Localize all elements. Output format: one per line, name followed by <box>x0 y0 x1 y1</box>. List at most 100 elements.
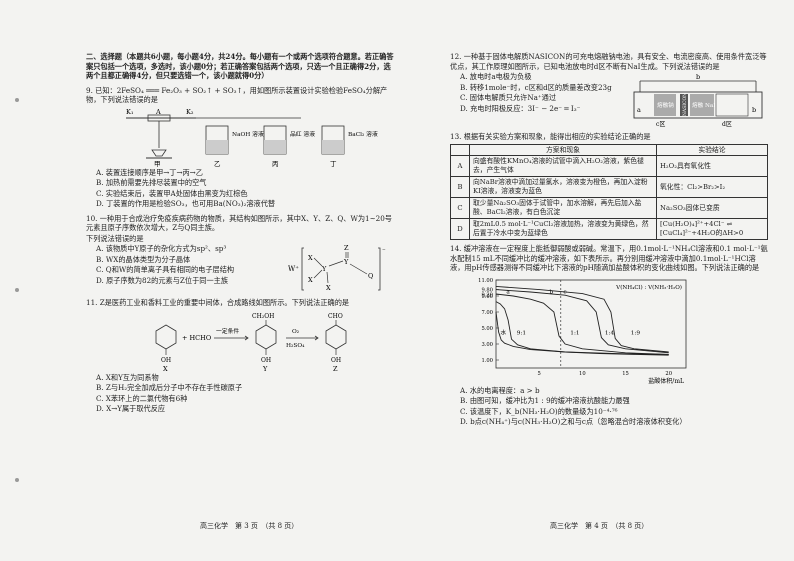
struct-y1: Y <box>321 265 327 273</box>
q10-option-a: A. 该物质中Y原子的杂化方式为sp²、sp³ <box>96 244 227 253</box>
label-pinhong: 品红 溶液 <box>290 130 315 138</box>
x-tick-label: 20 <box>665 371 672 377</box>
q10-options: A. 该物质中Y原子的杂化方式为sp²、sp³ B. WX的晶体类型为分子晶体 … <box>86 244 286 294</box>
y-tick-label: 9.20 <box>481 292 493 298</box>
q13-table: 方案和现象 实验结论 A 向盛有酸性KMnO₄溶液的试管中滴入H₂O₂溶液，紫色… <box>450 143 768 241</box>
question-10-block: 10. 一种用于合成治疗免疫疾病药物的物质，其结构如图所示，其中X、Y、Z、Q、… <box>86 214 396 295</box>
label-naoh: NaOH 溶液 <box>232 130 264 138</box>
q13-head-plan: 方案和现象 <box>469 143 657 157</box>
y-tick-label: 9.80 <box>481 287 493 293</box>
q13-row-d-conclusion: [Cu(H₂O)₄]²⁺+4Cl⁻ ⇌ [CuCl₄]²⁻+4H₂O的ΔH>0 <box>656 218 768 241</box>
struct-x1: X <box>308 254 313 262</box>
x-tick-label: 5 <box>538 371 541 377</box>
question-12-stem: 12. 一种基于固体电解质NASICON的可充电熔融钠电池，具有安全、电流密度高… <box>450 52 767 71</box>
q13-row-c-letter: C <box>450 197 470 220</box>
curve-label: 水 <box>500 328 506 336</box>
q13-head-blank <box>450 143 470 157</box>
q13-row-b-conclusion: 氧化性：Cl₂>Br₂>I₂ <box>656 176 768 199</box>
curve-label: 1:1 <box>570 330 579 336</box>
left-column: 二、选择题（本题共6小题，每小题4分，共24分。每小题有一个或两个选项符合题意。… <box>86 52 396 415</box>
q14-option-b: B. 由图可知，缓冲比为1 : 9的缓冲溶液抗酸能力最强 <box>460 396 630 406</box>
label-b-electrode: b <box>752 106 756 114</box>
q9-option-d: D. 丁装置的作用是检验SO₃，也可用Ba(NO₃)₂溶液代替 <box>96 199 276 208</box>
struct-q: Q <box>368 272 373 280</box>
q13-row-d-plan: 取2mL0.5 mol·L⁻¹CuCl₂溶液加热，溶液变为黄绿色，然后置于冷水中… <box>469 218 657 241</box>
y-oh: OH <box>261 357 271 364</box>
q13-table-head: 方案和现象 实验结论 <box>450 143 768 157</box>
label-b-top: b <box>696 73 700 81</box>
label-ding: 丁 <box>330 160 337 168</box>
h2so4-text: H₂SO₄ <box>286 343 305 349</box>
question-13-stem: 13. 根据有关实验方案和现象，能得出相应的实验结论正确的是 <box>450 132 651 141</box>
series-line <box>495 285 669 353</box>
x-tick-label: 10 <box>579 371 586 377</box>
q14-option-d: D. b点c(NH₄⁺)与c(NH₃·H₂O)之和与c点（忽略混合时溶液体积变化… <box>460 417 687 427</box>
q11-option-c: C. X苯环上的二氯代物有6种 <box>96 393 188 403</box>
right-column: 12. 一种基于固体电解质NASICON的可充电熔融钠电池，具有安全、电流密度高… <box>450 52 768 428</box>
series-line <box>495 293 669 355</box>
q13-row-b-letter: B <box>450 176 470 199</box>
q13-row-c-conclusion: Na₂SO₃固体已变质 <box>656 197 768 220</box>
label-k1: K₁ <box>126 108 134 116</box>
struct-w: W⁺ <box>288 265 299 273</box>
chart-frame <box>495 279 687 369</box>
binding-holes <box>15 98 19 482</box>
q9-text: 9. 已知：2FeSO₄ ═══ Fe₂O₃ + SO₂↑ + SO₃↑，用如图… <box>86 85 388 105</box>
label-x: X <box>163 365 168 373</box>
q14-option-a: A. 水的电离程度：a > b <box>460 385 540 395</box>
q11-option-d: D. X→Y属于取代反应 <box>96 404 166 413</box>
y-tick-label: 5.00 <box>481 326 493 332</box>
q12-body: A. 放电时a电极为负极 B. 转移1mole⁻时，c区和d区的质量差改变23g… <box>450 72 768 128</box>
table-row: A 向盛有酸性KMnO₄溶液的试管中滴入H₂O₂溶液，紫色褪去，产生气体 H₂O… <box>450 155 768 178</box>
z-oh: OH <box>331 357 341 364</box>
footer-page-3: 高三化学 第 3 页 （共 8 页） <box>200 522 299 530</box>
question-10-stem: 10. 一种用于合成治疗免疫疾病药物的物质，其结构如图所示，其中X、Y、Z、Q、… <box>86 213 392 233</box>
label-z: Z <box>333 365 338 373</box>
label-k2: K₂ <box>186 108 194 116</box>
q13-row-d-letter: D <box>450 218 470 241</box>
y-ch2oh: CH₂OH <box>252 313 274 320</box>
c-zone-label: c区 <box>656 121 665 128</box>
q13-row-b-plan: 向NaBr溶液中滴加过量氯水，溶液变为橙色，再加入淀粉KI溶液，溶液变为蓝色 <box>469 176 657 199</box>
z-cho: CHO <box>328 313 343 320</box>
q13-row-a-conclusion: H₂O₂具有氧化性 <box>656 155 768 178</box>
x-axis-label: 盐酸体积/mL <box>648 377 684 385</box>
label-jia: 甲 <box>154 160 161 168</box>
q11-option-a: A. X和Y互为同系物 <box>96 372 159 382</box>
q12-text-wrap: 12. 一种基于固体电解质NASICON的可充电熔融钠电池，具有安全、电流密度高… <box>450 52 768 128</box>
label-y: Y <box>262 365 268 373</box>
q12-option-b: B. 转移1mole⁻时，c区和d区的质量差改变23g <box>460 82 612 92</box>
q13-row-c-plan: 取少量Na₂SO₃固体于试管中，加水溶解，再先后加入盐酸、BaCl₂溶液，有白色… <box>469 197 657 220</box>
question-9-stem: 9. 已知：2FeSO₄ ═══ Fe₂O₃ + SO₂↑ + SO₃↑，用如图… <box>86 86 396 105</box>
y-tick-label: 7.00 <box>481 310 493 316</box>
label-a: A <box>155 108 161 116</box>
q12-options: A. 放电时a电极为负极 B. 转移1mole⁻时，c区和d区的质量差改变23g… <box>450 72 630 128</box>
q10-sub: 下列说法错误的是 <box>86 233 144 243</box>
label-bacl2: BaCl₂ 溶液 <box>348 130 378 138</box>
struct-minus: ⁻ <box>382 247 386 255</box>
section-title: 二、选择题（本题共6小题，每小题4分，共24分。每小题有一个或两个选项符合题意。… <box>86 52 394 80</box>
table-row: B 向NaBr溶液中滴加过量氯水，溶液变为橙色，再加入淀粉KI溶液，溶液变为蓝色… <box>450 176 768 199</box>
plus-hcho: + HCHO <box>182 334 211 342</box>
q12-option-d: D. 充电时阳极反应：3I⁻ − 2e⁻ ═ I₃⁻ <box>460 103 581 113</box>
question-11-stem: 11. Z是医药工业和香料工业的重要中间体，合成路线如图所示。下列说法正确的是 <box>86 298 350 307</box>
label-yi: 乙 <box>214 160 221 168</box>
nai-label: 熔融 NaI <box>692 101 715 109</box>
struct-x3: X <box>326 284 331 292</box>
series-line <box>495 288 669 353</box>
cond-text: 一定条件 <box>216 327 239 335</box>
x-oh: OH <box>161 357 171 364</box>
curve-label: 9:1 <box>517 330 526 336</box>
q11-option-b: B. Z与H₂完全加成后分子中不存在手性碳原子 <box>96 383 243 392</box>
melt-na-label: 熔融钠 <box>657 101 674 109</box>
curve-label: c <box>563 289 566 295</box>
q12-option-a: A. 放电时a电极为负极 <box>460 72 532 81</box>
chart-title: V(NH₄Cl) : V(NH₃·H₂O) <box>615 284 682 291</box>
series-line <box>495 300 669 355</box>
d-zone-label: d区 <box>722 121 732 128</box>
y-tick-label: 11.00 <box>478 278 493 284</box>
struct-x2: X <box>308 276 313 284</box>
q10-option-d: D. 原子序数为82的元素与Z位于同一主族 <box>96 275 229 285</box>
q9-option-b: B. 加热前需要先排尽装置中的空气 <box>96 178 207 187</box>
